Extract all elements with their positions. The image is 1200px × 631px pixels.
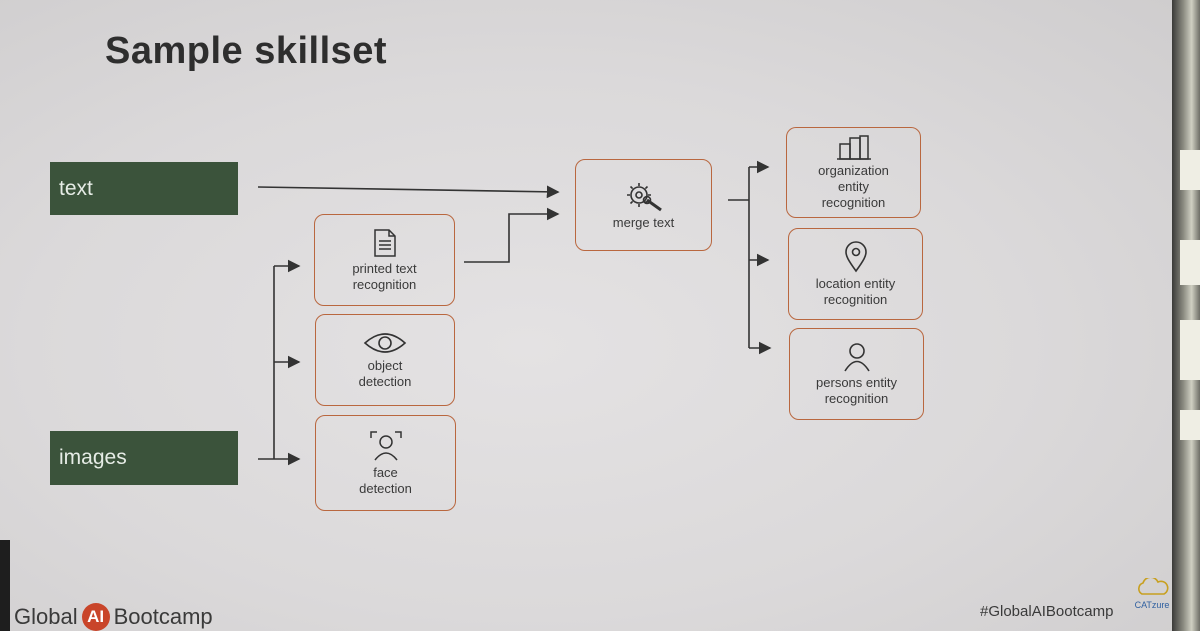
images-input-box: images bbox=[50, 431, 238, 485]
brand-global: Global bbox=[14, 604, 78, 629]
face-detection-skill: face detection bbox=[315, 415, 456, 511]
buildings-icon bbox=[836, 135, 871, 160]
persons-entity-recognition-skill: persons entity recognition bbox=[789, 328, 924, 420]
catzure-label: CATzure bbox=[1134, 600, 1170, 610]
location-pin-icon bbox=[844, 240, 867, 272]
brand-bootcamp: Bootcamp bbox=[113, 604, 213, 629]
arrow-text-to-merge bbox=[257, 185, 560, 199]
cloud-icon bbox=[1138, 576, 1169, 595]
hashtag-text: #GlobalAIBootcamp bbox=[980, 603, 1114, 620]
person-icon bbox=[843, 342, 870, 371]
face-scan-icon bbox=[369, 430, 402, 460]
document-icon bbox=[373, 228, 396, 257]
room-background-post bbox=[0, 540, 10, 631]
gear-wrench-icon bbox=[626, 182, 662, 211]
global-ai-bootcamp-logo: Global AI Bootcamp bbox=[14, 603, 213, 631]
connector-lines bbox=[257, 160, 772, 466]
face-detection-label: face detection bbox=[359, 464, 412, 496]
persons-entity-recognition-label: persons entity recognition bbox=[816, 374, 897, 406]
object-detection-skill: object detection bbox=[315, 314, 455, 406]
location-entity-recognition-skill: location entity recognition bbox=[788, 228, 923, 320]
brand-ai-badge: AI bbox=[81, 603, 110, 631]
arrow-ocr-to-merge bbox=[464, 207, 560, 263]
room-background-edge bbox=[1172, 0, 1200, 631]
object-detection-label: object detection bbox=[358, 357, 412, 389]
organization-entity-recognition-skill: organization entity recognition bbox=[786, 127, 921, 218]
printed-text-recognition-label: printed text recognition bbox=[352, 260, 417, 292]
text-input-box: text bbox=[50, 162, 238, 215]
organization-entity-recognition-label: organization entity recognition bbox=[818, 163, 889, 210]
eye-icon bbox=[363, 332, 407, 353]
merge-text-label: merge text bbox=[612, 214, 675, 230]
slide-title: Sample skillset bbox=[105, 30, 388, 72]
merge-text-skill: merge text bbox=[575, 159, 712, 251]
catzure-logo: CATzure bbox=[1130, 576, 1174, 610]
projection-screen: Sample skillset text images bbox=[0, 0, 1172, 631]
printed-text-recognition-skill: printed text recognition bbox=[314, 214, 455, 306]
location-entity-recognition-label: location entity recognition bbox=[815, 275, 896, 307]
